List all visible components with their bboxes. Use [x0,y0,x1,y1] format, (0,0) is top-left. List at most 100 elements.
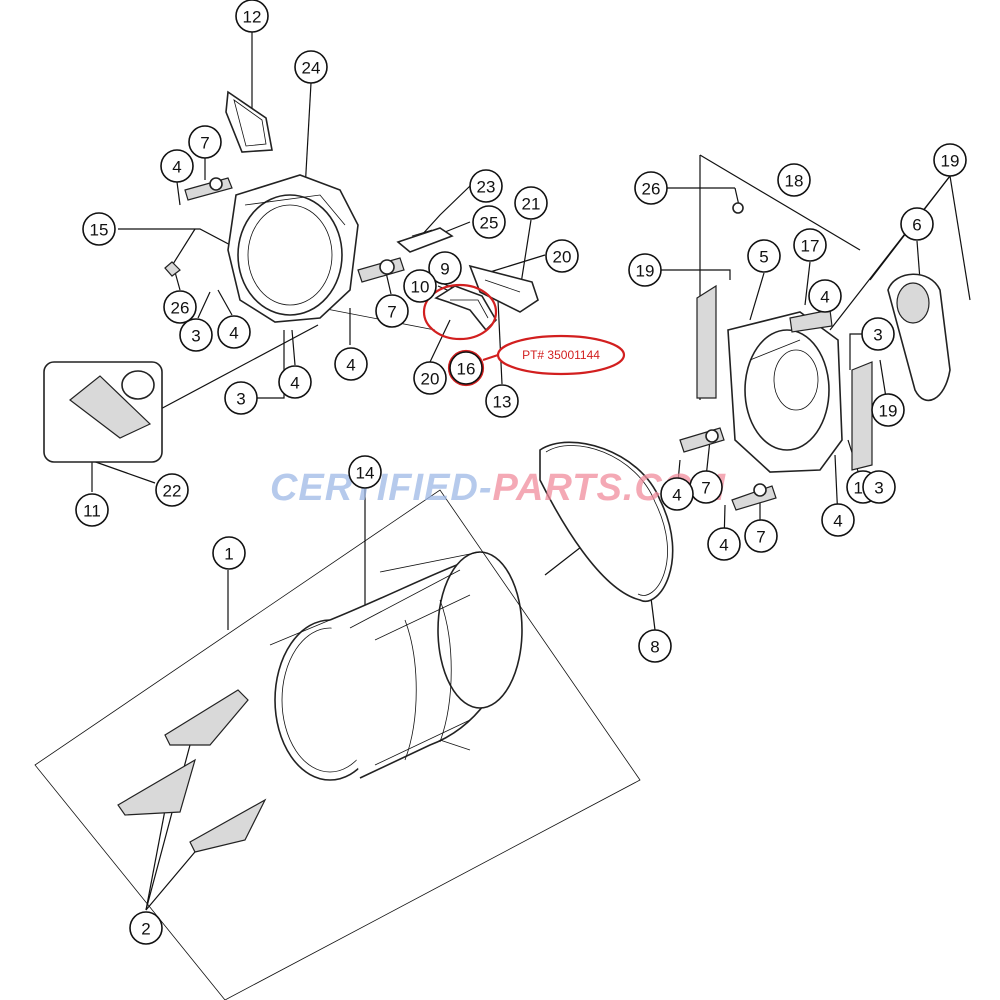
callout-label: 7 [756,528,765,547]
callout-label: 4 [719,536,728,555]
callout-label: 5 [759,248,768,267]
callout-4: 4 [278,365,312,399]
callout-circle [933,143,967,177]
callout-3: 3 [224,381,258,415]
part-22-hinge [69,375,152,439]
callout-label: 11 [83,502,101,521]
callout-26: 26 [163,290,197,324]
callout-circle [163,290,197,324]
callout-7: 7 [689,470,723,504]
callout-label: 18 [785,172,804,191]
callout-13: 13 [485,384,519,418]
callout-circle [403,269,437,303]
callout-label: 23 [477,178,496,197]
callout-circle [217,315,251,349]
callout-label: 24 [302,59,321,78]
part-5-front-bulkhead [727,311,843,473]
part-2-baffle [117,758,196,816]
callout-label: 26 [171,299,190,318]
callout-circle [212,536,246,570]
callout-label: 4 [833,512,842,531]
highlight-annotations: PT# 35001144 [422,283,626,387]
callout-3: 3 [179,318,213,352]
callout-label: 26 [642,180,661,199]
part-8-belt [539,441,674,603]
callout-circle [294,50,328,84]
callout-label: 4 [672,486,681,505]
callout-label: 19 [636,262,655,281]
callout-label: 20 [553,248,572,267]
callout-4: 4 [821,503,855,537]
callout-circle [634,171,668,205]
callout-circle [777,163,811,197]
callout-9: 9 [428,251,462,285]
callout-label: 14 [356,464,375,483]
callout-19: 19 [871,393,905,427]
callout-7: 7 [375,294,409,328]
callout-18: 18 [777,163,811,197]
callout-6: 6 [900,207,934,241]
callout-7: 7 [188,125,222,159]
callout-20: 20 [413,361,447,395]
callout-circle [348,455,382,489]
callout-circle [75,493,109,527]
callout-label: 19 [879,402,898,421]
callout-3: 3 [862,470,896,504]
callout-label: 8 [650,638,659,657]
callout-label: 20 [421,370,440,389]
callout-circle [871,393,905,427]
callout-circle [449,351,483,385]
callout-14: 14 [348,455,382,489]
callout-circle [793,228,827,262]
callout-3: 3 [861,317,895,351]
callout-circle [628,253,662,287]
callout-12: 12 [235,0,269,33]
callout-circle [747,239,781,273]
callout-2: 2 [129,911,163,945]
callout-label: 13 [493,393,512,412]
callout-label: 19 [941,152,960,171]
callout-label: 2 [141,920,150,939]
part-2-baffle [164,689,249,746]
callout-label: 7 [200,134,209,153]
callout-23: 23 [469,169,503,203]
callout-4: 4 [160,149,194,183]
callout-circle [808,279,842,313]
callout-21: 21 [514,186,548,220]
callout-17: 17 [793,228,827,262]
callout-label: 25 [480,214,499,233]
callout-1: 1 [212,536,246,570]
callout-7: 7 [744,519,778,553]
callout-label: 6 [912,216,921,235]
callout-circle [707,527,741,561]
callout-25: 25 [472,205,506,239]
callout-20: 20 [545,239,579,273]
part-19-strip [851,361,873,471]
callout-label: 3 [191,327,200,346]
callout-circle [235,0,269,33]
callout-circle [224,381,258,415]
callout-label: 9 [440,260,449,279]
callout-10: 10 [403,269,437,303]
callout-circle [82,212,116,246]
callout-circle [472,205,506,239]
highlight-connector [482,353,499,362]
callout-8: 8 [638,629,672,663]
callout-circle [485,384,519,418]
callout-24: 24 [294,50,328,84]
callout-circle [469,169,503,203]
callout-circle [428,251,462,285]
part-7-bearing-set [184,177,233,201]
callout-15: 15 [82,212,116,246]
part-14-drum [269,551,523,781]
part-19-strip [696,284,717,399]
callout-circle [862,470,896,504]
watermark-text: CERTIFIED-PARTS.COM [270,467,726,509]
callout-5: 5 [747,239,781,273]
callout-circle [188,125,222,159]
highlight-ring-callout [447,349,485,387]
callout-label: 4 [346,356,355,375]
